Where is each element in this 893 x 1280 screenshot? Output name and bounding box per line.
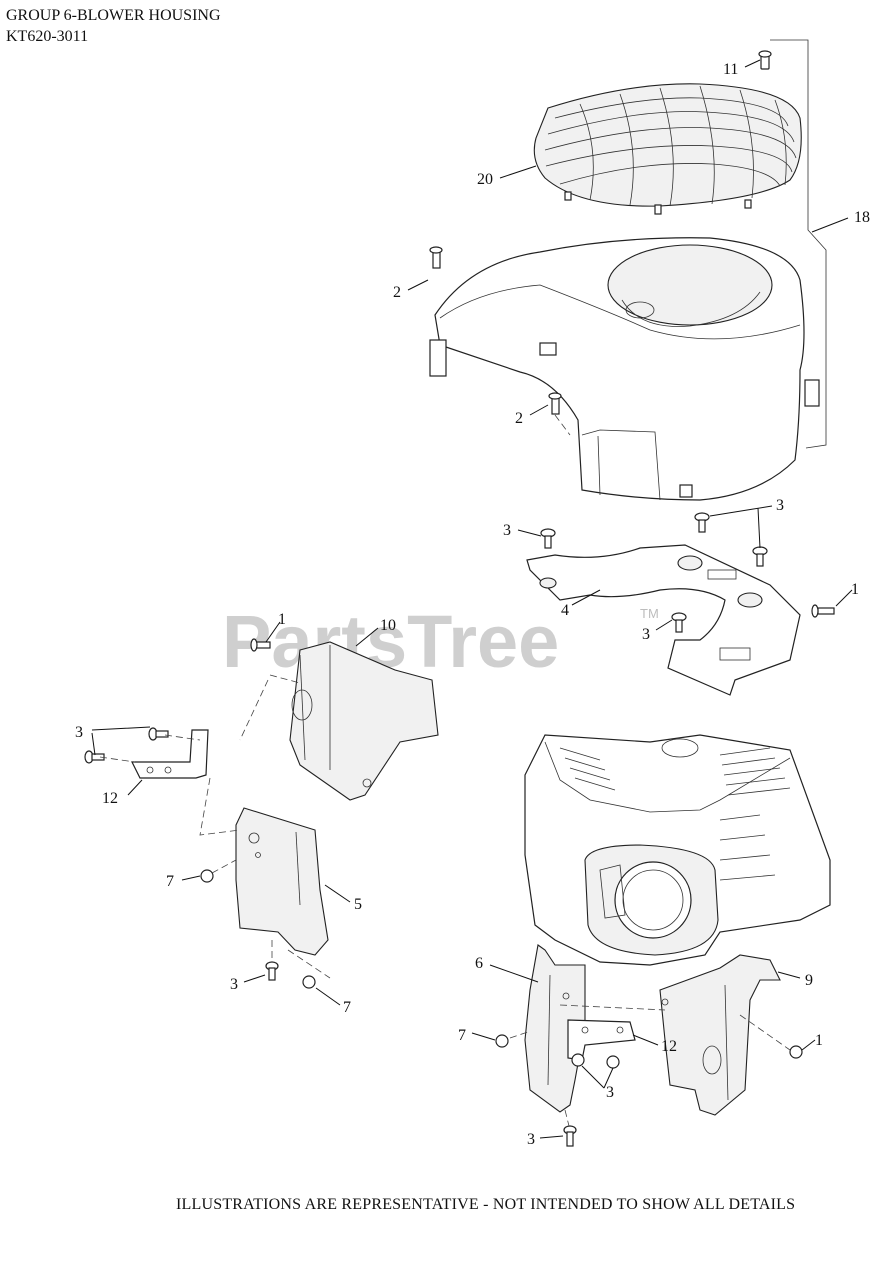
leader-1-right-upper: [835, 589, 853, 607]
shroud-10: [289, 641, 439, 801]
nut-7-left: [200, 869, 214, 883]
assembly-line-3: [164, 734, 201, 741]
leader-10: [355, 627, 379, 647]
leader-1-left: [265, 621, 281, 643]
assembly-line-10: [509, 1031, 529, 1039]
leader-7-right: [471, 1032, 496, 1041]
callout-2-lower: 2: [515, 410, 523, 427]
leader-11: [744, 59, 761, 68]
leader-2-lower: [529, 404, 549, 416]
leader-2-upper: [407, 279, 429, 291]
bolt-3-bottom: [563, 1125, 577, 1147]
screw-2-upper: [429, 246, 443, 269]
assembly-line-1: [269, 674, 301, 684]
leader-7-left: [181, 875, 201, 881]
assembly-line-11: [739, 1014, 791, 1051]
leader-18: [811, 217, 849, 233]
screw-1-right-upper: [811, 604, 835, 618]
bracket-12-right: [567, 1019, 636, 1061]
leader-3-shroud5: [243, 974, 266, 983]
bolt-3-right-b: [752, 546, 768, 567]
shroud-9: [659, 954, 781, 1116]
assembly-line-2: [239, 679, 269, 741]
leader-9: [777, 971, 801, 979]
callout-7-left: 7: [166, 873, 174, 890]
callout-12-right: 12: [661, 1038, 677, 1055]
callout-3-baffle: 3: [642, 626, 650, 643]
model-number: KT620-3011: [6, 28, 89, 45]
leader-1-right-lower: [801, 1039, 816, 1051]
callout-3-left: 3: [75, 724, 83, 741]
callout-3-right: 3: [776, 497, 784, 514]
assembly-line-4: [99, 756, 136, 763]
screw-2-lower: [548, 392, 562, 415]
blower-housing: [429, 237, 820, 501]
watermark-trademark: TM: [640, 606, 659, 621]
group-title: GROUP 6-BLOWER HOUSING: [6, 7, 221, 24]
bolt-3-shroud5: [265, 961, 279, 981]
callout-18: 18: [854, 209, 870, 226]
callout-7-right: 7: [458, 1027, 466, 1044]
callout-9: 9: [805, 972, 813, 989]
assembly-line-13: [554, 414, 571, 436]
leader-3-bracket12: [581, 1065, 614, 1089]
bolt-3-baffle: [671, 612, 687, 633]
leader-6: [489, 964, 539, 983]
leader-5: [324, 884, 351, 903]
screw-1-left: [250, 638, 271, 652]
callout-20: 20: [477, 171, 493, 188]
callout-1-left: 1: [278, 611, 286, 628]
assembly-line-5: [199, 777, 241, 836]
partstree-watermark: PartsTree TM: [222, 600, 659, 683]
grille-screen-20: [533, 83, 802, 215]
assembly-line-6: [211, 859, 237, 874]
bolt-3-left-a: [148, 727, 169, 741]
callout-6: 6: [475, 955, 483, 972]
leader-3-right: [709, 505, 773, 549]
bolt-3-bracket12-b: [606, 1055, 620, 1069]
leader-3-bottom: [539, 1135, 564, 1139]
screw-1-right-lower: [789, 1045, 803, 1059]
leader-3-left: [91, 726, 151, 756]
callout-1-right-upper: 1: [851, 581, 859, 598]
nut-7-right: [495, 1034, 509, 1048]
callout-3-bottom: 3: [527, 1131, 535, 1148]
leader-4: [571, 589, 601, 606]
screw-11: [758, 50, 772, 70]
assembly-line-12: [564, 1109, 570, 1127]
bolt-3-bracket12-a: [571, 1053, 585, 1067]
leader-20: [499, 165, 537, 179]
callout-12-left: 12: [102, 790, 118, 807]
shroud-6: [524, 944, 586, 1113]
shroud-5: [235, 807, 329, 956]
part-18-group-bracket: [770, 39, 827, 449]
callout-10: 10: [380, 617, 396, 634]
assembly-line-7: [287, 949, 331, 979]
bolt-3-left-b: [84, 750, 105, 764]
leader-3-baffle: [655, 619, 673, 631]
callout-3-bracket12: 3: [606, 1084, 614, 1101]
callout-3-shroud5: 3: [230, 976, 238, 993]
callout-2-upper: 2: [393, 284, 401, 301]
callout-11: 11: [723, 61, 738, 78]
callout-4: 4: [561, 602, 569, 619]
callout-3-left-upper: 3: [503, 522, 511, 539]
leader-7-lower: [315, 987, 341, 1006]
callout-7-lower: 7: [343, 999, 351, 1016]
engine-block: [524, 734, 831, 966]
bolt-3-left-upper: [540, 528, 556, 549]
leader-12-left: [127, 779, 143, 796]
baffle-4: [526, 544, 801, 696]
disclaimer-footer: ILLUSTRATIONS ARE REPRESENTATIVE - NOT I…: [176, 1196, 796, 1213]
leader-12-right: [632, 1034, 659, 1046]
bracket-12-left: [131, 729, 209, 779]
nut-7-lower: [302, 975, 316, 989]
callout-1-right-lower: 1: [815, 1032, 823, 1049]
callout-5: 5: [354, 896, 362, 913]
bolt-3-right-a: [694, 512, 710, 533]
assembly-line-9: [559, 1004, 666, 1011]
leader-3-left-upper: [517, 529, 542, 537]
